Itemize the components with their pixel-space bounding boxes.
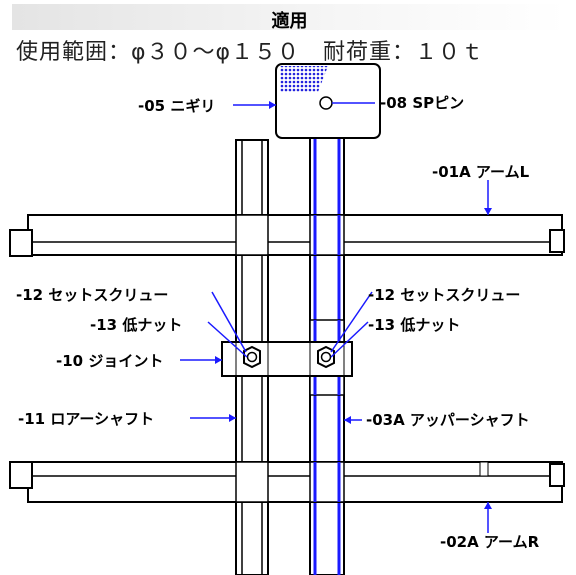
arm-l: [9, 214, 565, 257]
right-nut: [317, 345, 335, 369]
label-low-nut-left: -13 低ナット: [90, 316, 182, 334]
left-nut: [243, 345, 261, 369]
label-set-screw-right: -12 セットスクリュー: [368, 286, 520, 304]
leader-lines: [180, 102, 489, 533]
label-upper-shaft: -03A アッパーシャフト: [366, 411, 530, 429]
label-lower-shaft: -11 ロアーシャフト: [18, 410, 154, 428]
label-arm-r: -02A アームR: [440, 533, 540, 551]
joint-block: [221, 341, 353, 377]
label-sp-pin: -08 SPピン: [380, 94, 464, 112]
header-bar: 適用: [12, 4, 567, 32]
header-title: 適用: [271, 11, 308, 32]
label-nigiri: -05 ニギリ: [138, 97, 215, 115]
label-low-nut-right: -13 低ナット: [368, 316, 460, 334]
arm-r: [9, 461, 565, 503]
spec-line: 使用範囲：φ３０～φ１５０ 耐荷重：１０ｔ: [16, 40, 485, 65]
nigiri-block: [275, 63, 381, 139]
sp-pin-hole: [319, 96, 333, 110]
label-set-screw-left: -12 セットスクリュー: [16, 286, 168, 304]
leader-arrowheads: [215, 101, 492, 509]
label-arm-l: -01A アームL: [432, 163, 530, 181]
label-joint: -10 ジョイント: [56, 352, 163, 370]
